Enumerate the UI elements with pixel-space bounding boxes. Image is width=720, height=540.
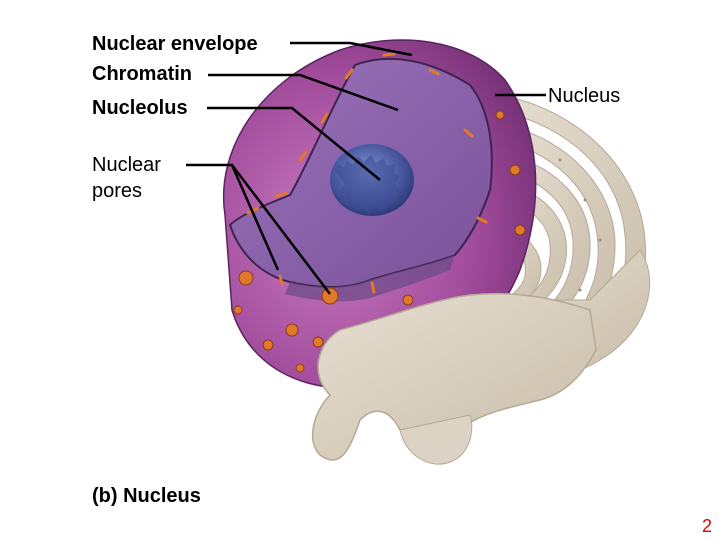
label-chromatin: Chromatin (92, 63, 192, 85)
nuclear-pores-edge (246, 52, 488, 294)
label-nuclear-envelope: Nuclear envelope (92, 33, 258, 55)
figure-caption: (b) Nucleus (92, 485, 201, 507)
nucleolus (330, 144, 414, 216)
leader-lines (186, 41, 546, 295)
page-number: 2 (701, 516, 712, 536)
label-nuclear-pores: Nuclear pores (92, 154, 161, 202)
label-nucleus: Nucleus (548, 85, 621, 107)
label-nucleolus: Nucleolus (92, 97, 188, 119)
